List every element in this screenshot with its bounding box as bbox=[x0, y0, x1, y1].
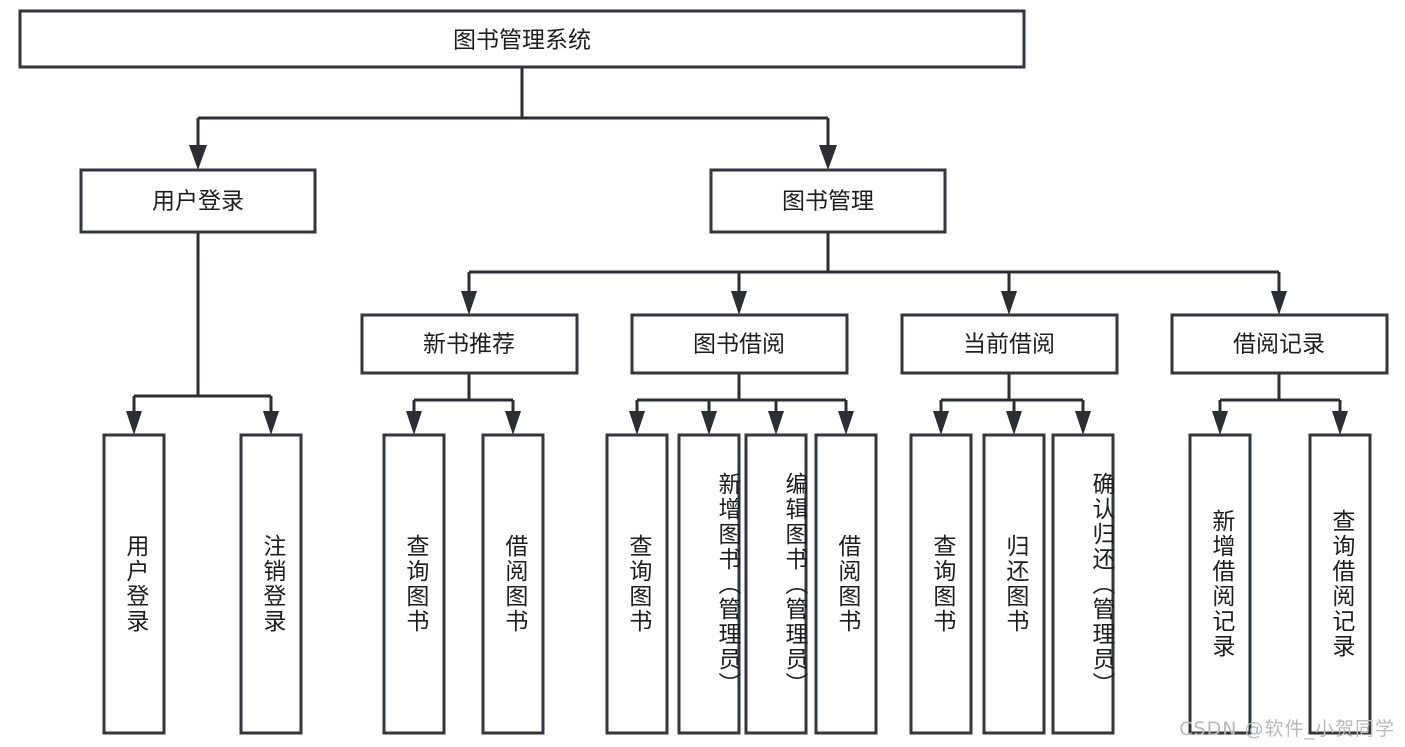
leaf-box-confirm-return-admin[interactable] bbox=[1051, 433, 1115, 735]
node-book-borrow[interactable]: 图书借阅 bbox=[630, 313, 849, 375]
node-root[interactable]: 图书管理系统 bbox=[18, 9, 1026, 69]
connector-root-to-level2 bbox=[189, 67, 837, 170]
node-root-box[interactable] bbox=[18, 9, 1026, 69]
arrow-head-icon bbox=[1006, 411, 1022, 435]
arrow-head-icon bbox=[768, 411, 784, 435]
node-book-management-label: 图书管理 bbox=[782, 189, 874, 215]
arrow-head-icon bbox=[461, 291, 477, 315]
node-current-borrow-label: 当前借阅 bbox=[963, 332, 1055, 358]
arrow-head-icon bbox=[126, 411, 142, 435]
node-current-borrow-box[interactable] bbox=[900, 313, 1119, 375]
node-book-borrow-box[interactable] bbox=[630, 313, 849, 375]
arrow-head-icon bbox=[933, 411, 949, 435]
node-book-borrow-label: 图书借阅 bbox=[693, 332, 785, 358]
arrow-head-icon bbox=[701, 411, 717, 435]
connector-borrow-to-leaves bbox=[629, 373, 854, 435]
node-new-book-recommend[interactable]: 新书推荐 bbox=[360, 313, 579, 375]
arrow-head-icon bbox=[505, 411, 521, 435]
leaf-box-logout[interactable] bbox=[239, 433, 303, 735]
arrow-head-icon bbox=[838, 411, 854, 435]
node-new-book-recommend-label: 新书推荐 bbox=[423, 332, 515, 358]
leaf-box-query-book-newbook[interactable] bbox=[382, 433, 446, 735]
arrow-head-icon bbox=[263, 411, 279, 435]
arrow-head-icon bbox=[1271, 291, 1287, 315]
connector-current-to-leaves bbox=[933, 373, 1091, 435]
arrow-head-icon bbox=[406, 411, 422, 435]
node-book-management[interactable]: 图书管理 bbox=[709, 168, 947, 234]
connector-userlogin-to-leaves bbox=[126, 232, 279, 435]
arrow-head-icon bbox=[731, 291, 747, 315]
arrow-head-icon bbox=[819, 145, 837, 170]
node-current-borrow[interactable]: 当前借阅 bbox=[900, 313, 1119, 375]
connector-newbook-to-leaves bbox=[406, 373, 521, 435]
node-root-label: 图书管理系统 bbox=[453, 28, 591, 54]
leaf-box-borrow-book-newbook[interactable] bbox=[481, 433, 545, 735]
arrow-head-icon bbox=[1075, 411, 1091, 435]
connector-record-to-leaves bbox=[1212, 373, 1348, 435]
node-borrow-record-label: 借阅记录 bbox=[1233, 332, 1325, 358]
leaf-box-return-book[interactable] bbox=[982, 433, 1046, 735]
connector-bookmgmt-to-level3 bbox=[461, 232, 1287, 315]
node-new-book-recommend-box[interactable] bbox=[360, 313, 579, 375]
node-borrow-record-box[interactable] bbox=[1170, 313, 1389, 375]
leaf-box-query-book-current[interactable] bbox=[909, 433, 973, 735]
node-user-login[interactable]: 用户登录 bbox=[79, 168, 317, 234]
leaf-box-edit-book-admin[interactable] bbox=[744, 433, 808, 735]
node-user-login-box[interactable] bbox=[79, 168, 317, 234]
node-borrow-record[interactable]: 借阅记录 bbox=[1170, 313, 1389, 375]
arrow-head-icon bbox=[1212, 411, 1228, 435]
leaf-box-borrow-book[interactable] bbox=[814, 433, 878, 735]
leaf-box-add-book-admin[interactable] bbox=[677, 433, 741, 735]
leaf-box-query-book-borrow[interactable] bbox=[605, 433, 669, 735]
arrow-head-icon bbox=[1001, 291, 1017, 315]
csdn-watermark: CSDN @软件_小贺同学 bbox=[1179, 718, 1395, 740]
arrow-head-icon bbox=[629, 411, 645, 435]
node-book-management-box[interactable] bbox=[709, 168, 947, 234]
arrow-head-icon bbox=[1332, 411, 1348, 435]
leaf-box-query-borrow-record[interactable] bbox=[1308, 433, 1372, 735]
node-user-login-label: 用户登录 bbox=[152, 189, 244, 215]
leaf-box-user-login[interactable] bbox=[102, 433, 166, 735]
arrow-head-icon bbox=[189, 145, 207, 170]
leaf-box-add-borrow-record[interactable] bbox=[1188, 433, 1252, 735]
leaf-boxes bbox=[102, 433, 1372, 735]
